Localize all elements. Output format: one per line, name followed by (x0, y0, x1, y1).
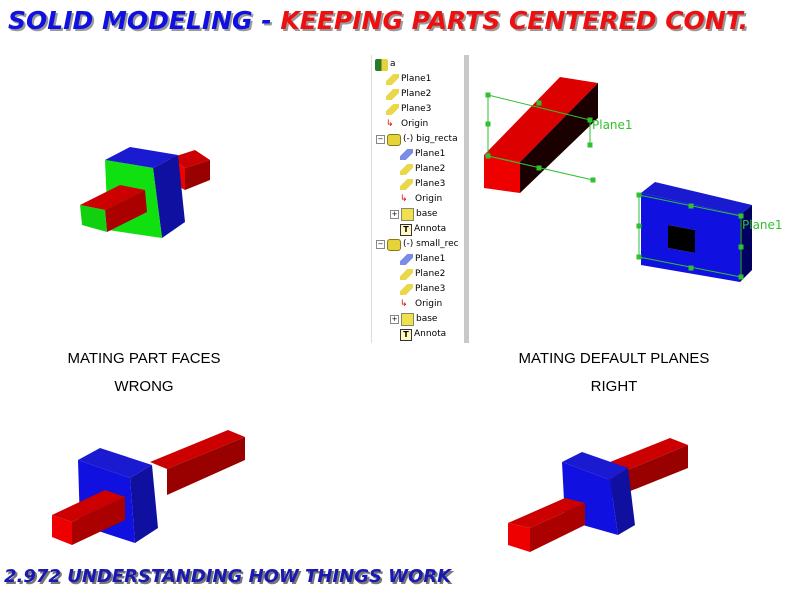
tree-item-label: base (416, 314, 438, 324)
expand-icon[interactable]: + (390, 315, 399, 324)
plane-icon (386, 104, 399, 115)
caption-left-verdict: WRONG (114, 378, 174, 395)
tree-item[interactable]: Plane3 (386, 102, 431, 117)
plane1-icon (400, 254, 413, 265)
tree-item[interactable]: ↳ Origin (400, 192, 442, 207)
tree-item-label: Origin (415, 299, 443, 309)
tree-item[interactable]: − (-) big_recta (376, 132, 458, 147)
plane-icon (400, 164, 413, 175)
caption-left-heading: MATING PART FACES (67, 350, 221, 367)
tree-root[interactable]: a (375, 57, 396, 72)
tree-item[interactable]: − (-) small_rec (376, 237, 459, 252)
base-icon (401, 208, 414, 221)
tree-item[interactable]: Plane3 (400, 177, 445, 192)
tree-item-label: Plane3 (415, 179, 446, 189)
plane-icon (386, 74, 399, 85)
footer-course-title: 2.972 UNDERSTANDING HOW THINGS WORK (4, 566, 452, 587)
tree-item[interactable]: Plane1 (386, 72, 431, 87)
tree-item[interactable]: Plane2 (400, 267, 445, 282)
tree-item[interactable]: ↳ Origin (386, 117, 428, 132)
tree-item-label: Plane1 (415, 254, 446, 264)
part-icon (387, 133, 401, 146)
tree-item-label: Plane2 (415, 164, 446, 174)
caption-right-heading: MATING DEFAULT PLANES (518, 350, 710, 367)
tree-item[interactable]: Plane3 (400, 282, 445, 297)
tree-item[interactable]: + base (390, 312, 437, 327)
tree-item-label: Annota (414, 329, 447, 339)
collapse-icon[interactable]: − (376, 240, 385, 249)
origin-icon: ↳ (400, 299, 408, 309)
tree-item[interactable]: Plane1 (400, 147, 445, 162)
tree-item-label: Plane2 (401, 89, 432, 99)
tree-item-label: Plane2 (415, 269, 446, 279)
annotation-icon: T (400, 328, 412, 341)
title-part-2: KEEPING PARTS CENTERED CONT. (280, 6, 749, 35)
base-icon (401, 313, 414, 326)
tree-item[interactable]: + base (390, 207, 437, 222)
tree-item-label: Annota (414, 224, 447, 234)
tree-item-label: base (416, 209, 438, 219)
collapse-icon[interactable]: − (376, 135, 385, 144)
title-part-1: SOLID MODELING - (8, 6, 281, 35)
tree-item-label: (-) small_rec (403, 239, 459, 249)
tree-item-label: Plane1 (415, 149, 446, 159)
plane-icon (386, 89, 399, 100)
tree-item-label: a (390, 59, 396, 69)
origin-icon: ↳ (400, 194, 408, 204)
plane-icon (400, 269, 413, 280)
plane1-icon (400, 149, 413, 160)
tree-item-label: Plane3 (415, 284, 446, 294)
caption-right-verdict: RIGHT (590, 378, 638, 395)
plane-icon (400, 284, 413, 295)
tree-item-label: (-) big_recta (403, 134, 458, 144)
assembly-icon (375, 58, 388, 71)
slide-title: SOLID MODELING - KEEPING PARTS CENTERED … (8, 6, 748, 35)
tree-item-label: Plane3 (401, 104, 432, 114)
expand-icon[interactable]: + (390, 210, 399, 219)
tree-item[interactable]: Plane2 (386, 87, 431, 102)
annotation-icon: T (400, 223, 412, 236)
plane-icon (400, 179, 413, 190)
origin-icon: ↳ (386, 119, 394, 129)
tree-item-label: Origin (401, 119, 429, 129)
tree-item[interactable]: Plane1 (400, 252, 445, 267)
tree-item-label: Origin (415, 194, 443, 204)
tree-item-label: Plane1 (401, 74, 432, 84)
part-icon (387, 238, 401, 251)
plane-label-bottom: Plane1 (742, 218, 783, 232)
tree-item[interactable]: ↳ Origin (400, 297, 442, 312)
plane-label-top: Plane1 (592, 118, 633, 132)
tree-item[interactable]: Plane2 (400, 162, 445, 177)
